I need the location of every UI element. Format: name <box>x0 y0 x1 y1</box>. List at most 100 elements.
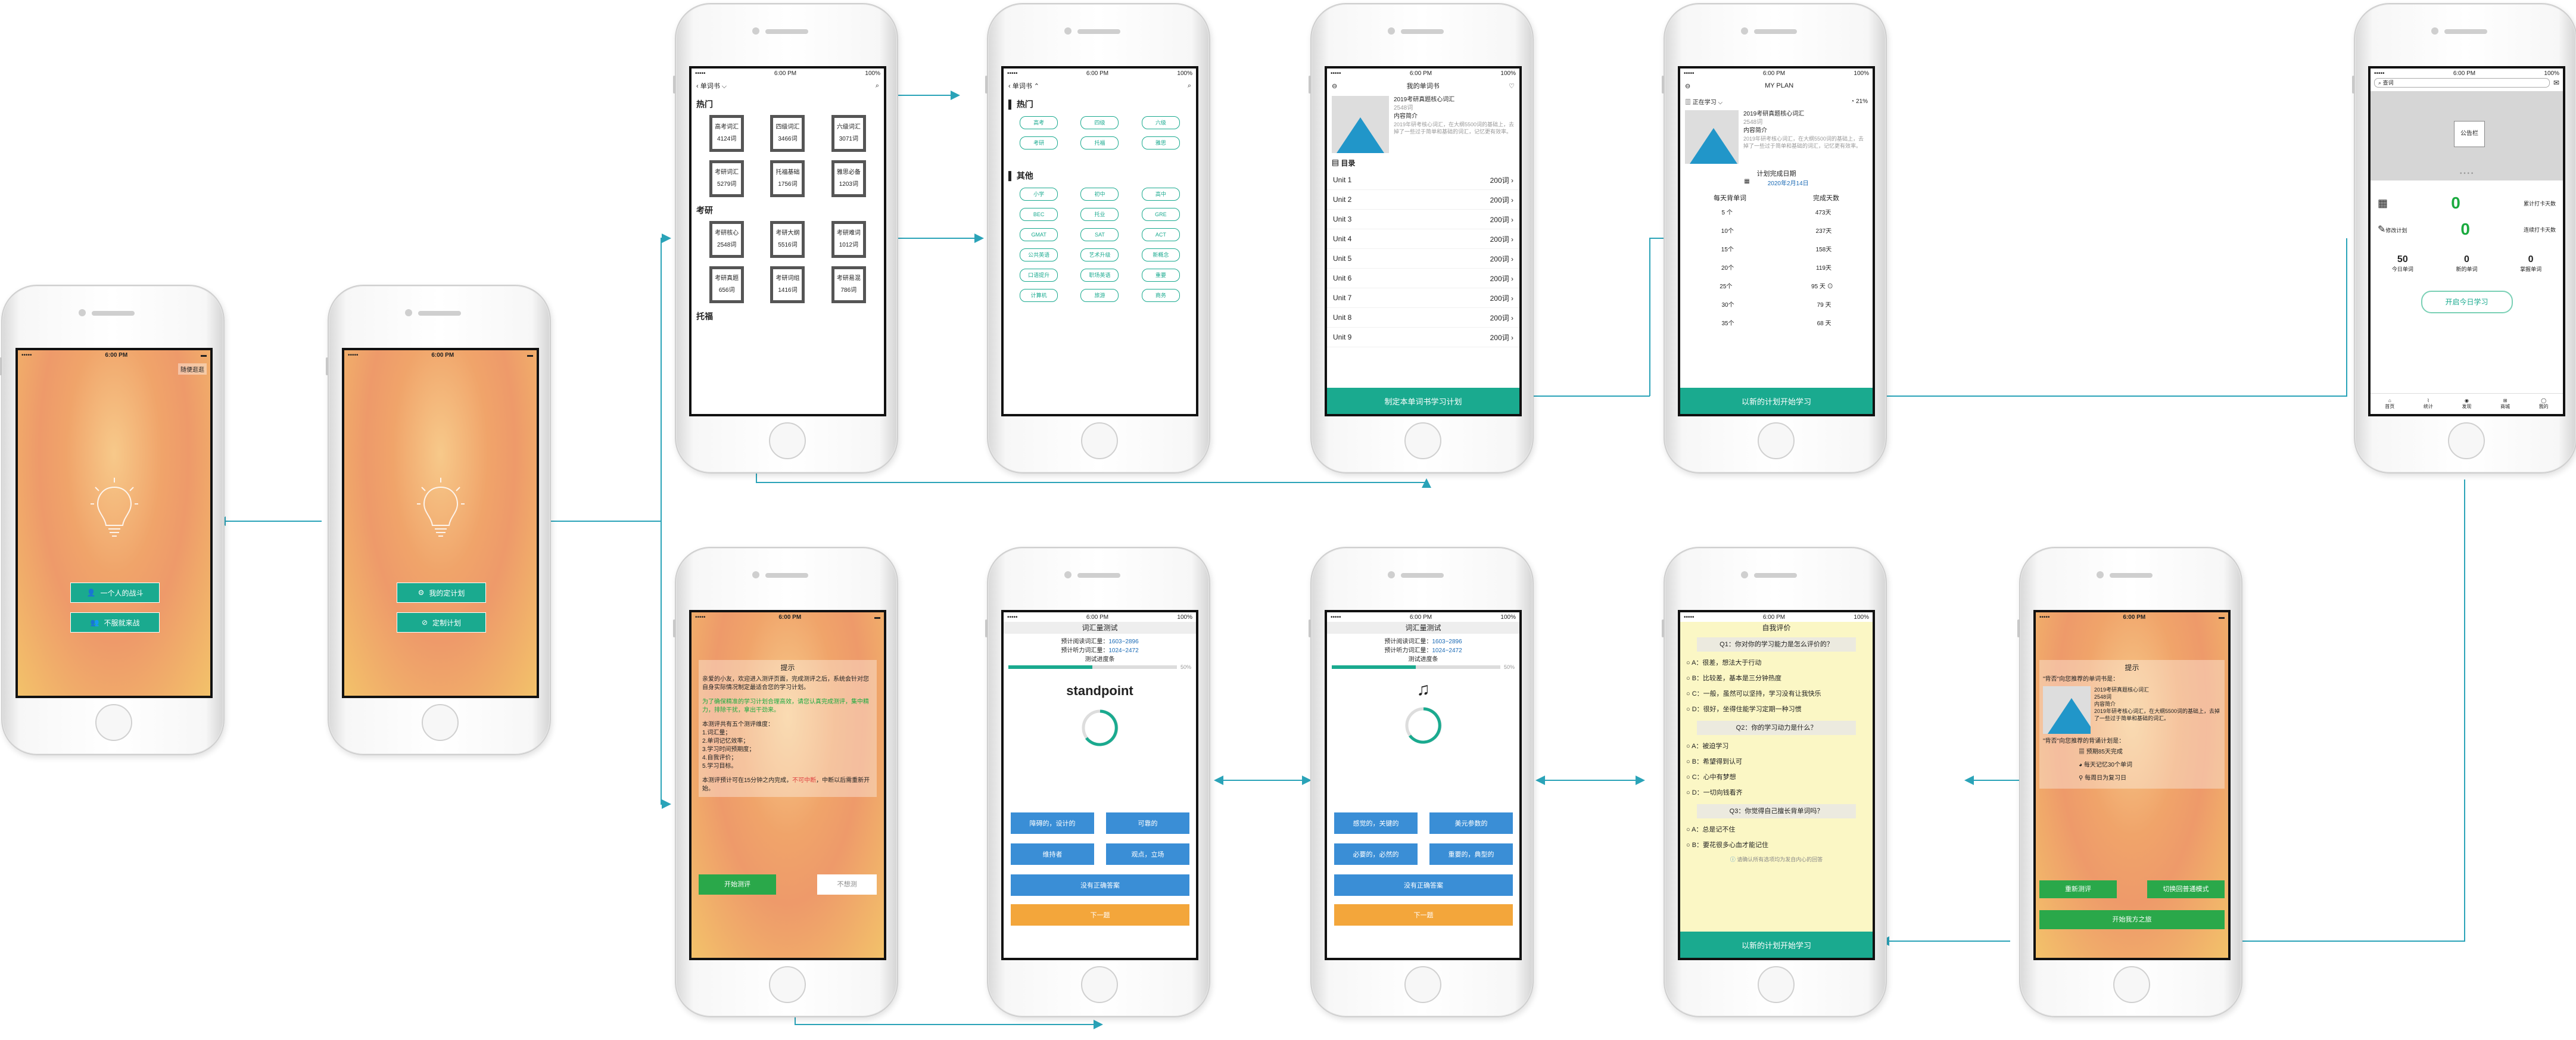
home-button[interactable] <box>1758 966 1795 1003</box>
tab-me[interactable]: ◯我的 <box>2538 398 2549 409</box>
edit-plan-button[interactable]: ✎修改计划 <box>2378 225 2407 235</box>
radio-option[interactable]: ○ A：被迫学习 <box>1686 743 1729 750</box>
search-input[interactable]: ⌕ 查词 <box>2374 78 2550 88</box>
tag-pill[interactable]: SAT <box>1080 228 1119 241</box>
start-plan-button[interactable]: 以新的计划开始学习 <box>1680 932 1873 958</box>
answer-option[interactable]: 可靠的 <box>1106 812 1189 834</box>
answer-option[interactable]: 维持者 <box>1011 843 1094 865</box>
tag-pill[interactable]: 考研 <box>1020 136 1058 150</box>
tab-store[interactable]: ⊞商城 <box>2500 398 2510 409</box>
home-button[interactable] <box>769 966 806 1003</box>
make-plan-button[interactable]: 制定本单词书学习计划 <box>1327 388 1519 414</box>
tag-pill[interactable]: 商务 <box>1141 289 1180 302</box>
tag-pill[interactable]: 托福 <box>1080 136 1119 150</box>
home-button[interactable] <box>2448 422 2485 459</box>
start-journey-button[interactable]: 开始我方之旅 <box>2039 910 2225 929</box>
start-today-button[interactable]: 开启今日学习 <box>2421 291 2513 313</box>
tag-pill[interactable]: 艺术升级 <box>1080 248 1119 261</box>
book-intro-label[interactable]: 内容简介 <box>1743 127 1767 134</box>
no-answer-button[interactable]: 没有正确答案 <box>1334 874 1513 896</box>
mail-icon[interactable]: ✉ <box>2553 79 2559 87</box>
book-intro-label[interactable]: 内容简介 <box>2094 701 2116 707</box>
tag-pill[interactable]: 高考 <box>1020 116 1058 129</box>
search-icon[interactable]: ⌕ <box>875 82 879 89</box>
tag-pill[interactable]: BEC <box>1020 208 1058 221</box>
home-button[interactable] <box>2113 966 2150 1003</box>
tag-pill[interactable]: 旅游 <box>1080 289 1119 302</box>
start-plan-button[interactable]: 以新的计划开始学习 <box>1680 388 1873 414</box>
home-button[interactable] <box>1404 966 1441 1003</box>
answer-option[interactable]: 观点，立场 <box>1106 843 1189 865</box>
radio-option[interactable]: ○ D：一切向钱看齐 <box>1686 789 1743 796</box>
radio-option[interactable]: ○ B：比较差，基本是三分钟热度 <box>1686 675 1782 682</box>
heart-icon[interactable]: ♡ <box>1509 82 1515 90</box>
answer-option[interactable]: 美元参数的 <box>1429 812 1513 834</box>
next-question-button[interactable]: 下一题 <box>1334 904 1513 926</box>
tag-pill[interactable]: GMAT <box>1020 228 1058 241</box>
tag-pill[interactable]: 四级 <box>1080 116 1119 129</box>
search-icon[interactable]: ⌕ <box>1187 82 1191 89</box>
tag-pill[interactable]: 六级 <box>1141 116 1180 129</box>
radio-option[interactable]: ○ A：很差，想法大于行动 <box>1686 659 1762 667</box>
home-button[interactable] <box>769 422 806 459</box>
answer-option[interactable]: 重要的，典型的 <box>1429 843 1513 865</box>
tag-pill[interactable]: 高中 <box>1141 188 1180 201</box>
home-button[interactable] <box>1081 422 1118 459</box>
back-icon[interactable]: ⊖ <box>1685 82 1691 90</box>
tag-pill[interactable]: 公共英语 <box>1020 248 1058 261</box>
music-note-icon[interactable]: ♫ <box>1416 680 1430 699</box>
tag-pill[interactable]: ACT <box>1141 228 1180 241</box>
radio-option[interactable]: ○ D：很好，坐得住能学习定期一种习惯 <box>1686 706 1802 713</box>
my-plan-button[interactable]: ⚙我的定计划 <box>397 583 486 603</box>
answer-option[interactable]: 障碍的，设计的 <box>1011 812 1094 834</box>
tag-pill[interactable]: 重要 <box>1141 269 1180 282</box>
back-icon[interactable]: ‹ 单词书 ⌃ <box>1008 83 1040 90</box>
tag-pill[interactable]: 初中 <box>1080 188 1119 201</box>
no-answer-button[interactable]: 没有正确答案 <box>1011 874 1189 896</box>
normal-mode-button[interactable]: 切换回普通模式 <box>2147 880 2225 898</box>
answer-option[interactable]: 必要的，必然的 <box>1334 843 1418 865</box>
home-button[interactable] <box>1081 966 1118 1003</box>
tag-pill[interactable]: 新概念 <box>1141 248 1180 261</box>
learning-dropdown[interactable]: ▥ 正在学习 ⌵ <box>1685 99 1723 106</box>
home-button[interactable] <box>1404 422 1441 459</box>
notice-banner[interactable]: 公告栏 • • • • <box>2371 91 2563 180</box>
home-button[interactable] <box>95 704 132 741</box>
solo-battle-button[interactable]: 👤一个人的战斗 <box>70 583 160 603</box>
start-test-button[interactable]: 开始测评 <box>699 874 776 895</box>
radio-option[interactable]: ○ C：一般，虽然可以坚持，学习没有让我快乐 <box>1686 690 1821 698</box>
retest-button[interactable]: 重新测评 <box>2039 880 2117 898</box>
tab-home[interactable]: ⌂首页 <box>2385 398 2395 409</box>
tag-pill[interactable]: 计算机 <box>1020 289 1058 302</box>
answer-option[interactable]: 感觉的，关键的 <box>1334 812 1418 834</box>
tag-pill[interactable]: 小学 <box>1020 188 1058 201</box>
tag-pill[interactable]: 托业 <box>1080 208 1119 221</box>
radio-option[interactable]: ○ B：要花很多心血才能记住 <box>1686 842 1769 849</box>
home-button[interactable] <box>422 704 459 741</box>
